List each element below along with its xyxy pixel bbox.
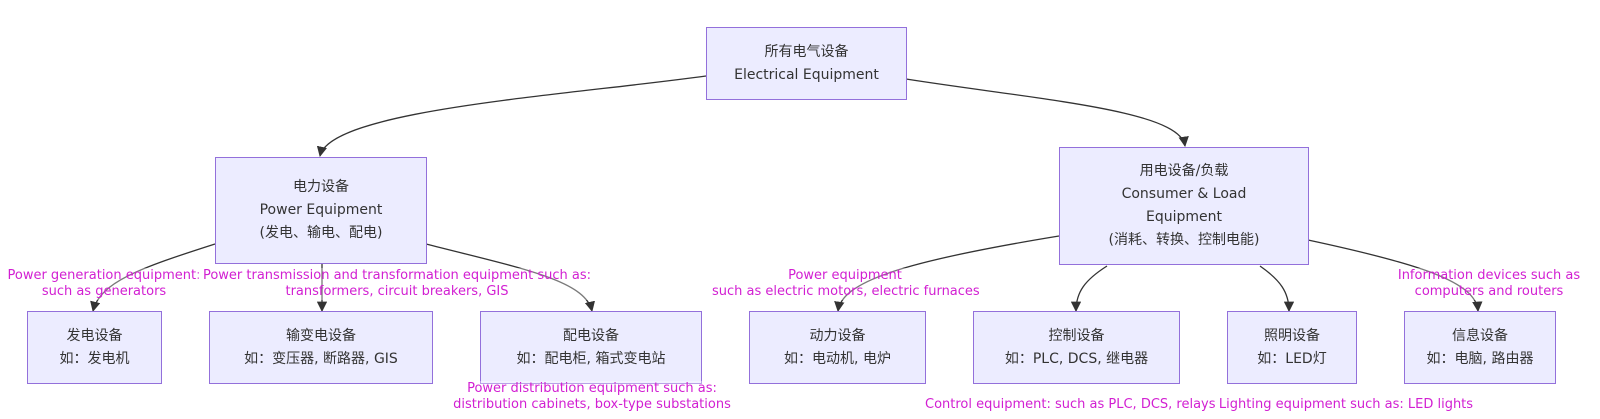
node-motive-zh: 动力设备 — [809, 327, 866, 344]
annotation-generation: Power generation equipment: such as gene… — [4, 268, 204, 300]
node-control-example: 如：PLC, DCS, 继电器 — [1004, 350, 1149, 367]
edge-root-power — [316, 75, 707, 158]
edge-power-distribution — [425, 243, 595, 313]
node-motive-example: 如：电动机, 电炉 — [784, 350, 891, 367]
node-consumer-en-1: Consumer & Load — [1121, 186, 1247, 202]
node-consumer-scope: (消耗、转换、控制电能) — [1108, 232, 1260, 248]
node-consumer-zh: 用电设备/负载 — [1139, 163, 1229, 179]
node-transmission[interactable]: 输变电设备 如：变压器, 断路器, GIS — [209, 311, 433, 384]
edge-consumer-information — [1307, 239, 1483, 313]
node-root-zh: 所有电气设备 — [764, 43, 849, 60]
edge-consumer-lighting — [1259, 265, 1295, 313]
node-distribution[interactable]: 配电设备 如：配电柜, 箱式变电站 — [480, 311, 702, 384]
node-control[interactable]: 控制设备 如：PLC, DCS, 继电器 — [973, 311, 1180, 384]
edge-consumer-motive — [834, 235, 1060, 313]
node-consumer[interactable]: 用电设备/负载 Consumer & Load Equipment (消耗、转换… — [1059, 147, 1309, 265]
edge-power-generation — [90, 243, 216, 313]
node-root[interactable]: 所有电气设备 Electrical Equipment — [706, 27, 907, 100]
annotation-information: Information devices such as computers an… — [1384, 268, 1594, 300]
node-generation-example: 如：发电机 — [59, 350, 130, 367]
node-information-example: 如：电脑, 路由器 — [1426, 350, 1534, 367]
node-generation[interactable]: 发电设备 如：发电机 — [27, 311, 162, 384]
node-root-en: Electrical Equipment — [734, 66, 879, 83]
edge-consumer-control — [1070, 265, 1108, 313]
node-transmission-zh: 输变电设备 — [286, 327, 356, 344]
node-lighting-zh: 照明设备 — [1264, 327, 1320, 344]
node-information-zh: 信息设备 — [1452, 327, 1508, 344]
annotation-distribution: Power distribution equipment such as: di… — [446, 381, 738, 413]
node-distribution-example: 如：配电柜, 箱式变电站 — [516, 350, 666, 367]
node-consumer-en-2: Equipment — [1146, 209, 1222, 225]
node-distribution-zh: 配电设备 — [563, 327, 619, 344]
annotation-lighting: Lighting equipment such as: LED lights — [1216, 397, 1476, 413]
annotation-control: Control equipment: such as PLC, DCS, rel… — [925, 397, 1216, 413]
node-power-zh: 电力设备 — [293, 179, 349, 195]
node-control-zh: 控制设备 — [1048, 327, 1105, 344]
node-power[interactable]: 电力设备 Power Equipment (发电、输电、配电) — [215, 157, 427, 264]
node-information[interactable]: 信息设备 如：电脑, 路由器 — [1404, 311, 1556, 384]
node-power-en: Power Equipment — [259, 202, 383, 218]
node-transmission-example: 如：变压器, 断路器, GIS — [244, 350, 398, 367]
annotation-transmission: Power transmission and transformation eq… — [197, 268, 597, 300]
annotation-motive: Power equipment such as electric motors,… — [712, 268, 980, 300]
edge-root-consumer — [905, 78, 1189, 148]
node-power-scope: (发电、输电、配电) — [259, 225, 383, 241]
node-motive[interactable]: 动力设备 如：电动机, 电炉 — [749, 311, 926, 384]
node-lighting[interactable]: 照明设备 如：LED灯 — [1227, 311, 1357, 384]
node-lighting-example: 如：LED灯 — [1257, 350, 1327, 367]
node-generation-zh: 发电设备 — [66, 327, 123, 344]
